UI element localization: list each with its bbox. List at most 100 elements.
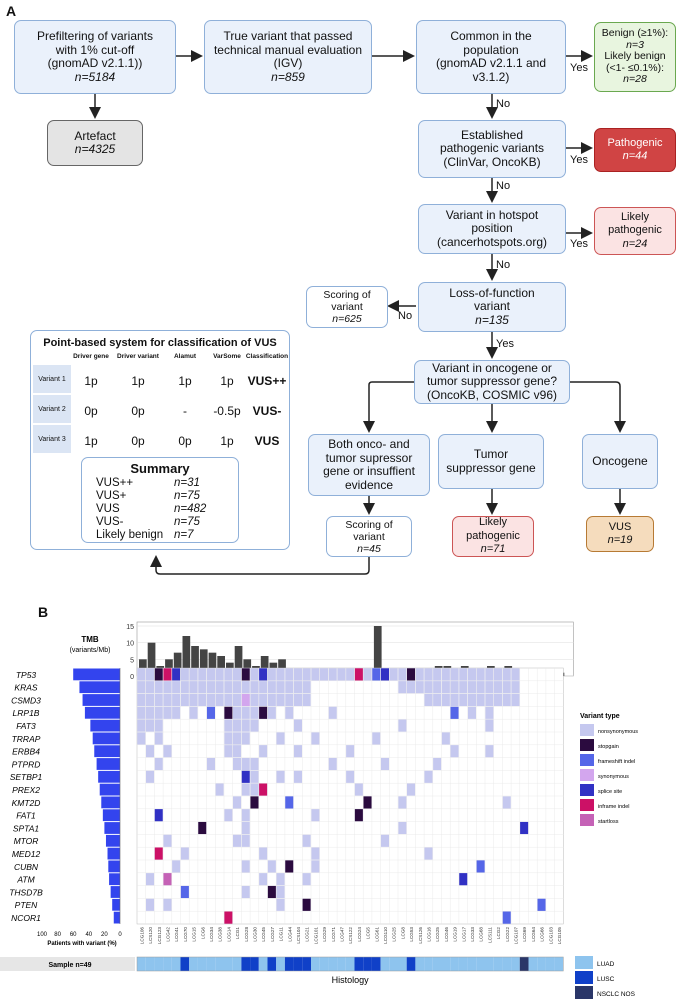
variant-cell: [163, 668, 172, 681]
histology-cell: [554, 957, 564, 971]
bar-axis-tick: 0: [118, 932, 122, 938]
variant-cell: [172, 693, 181, 707]
variant-cell: [467, 668, 476, 681]
variant-cell: [241, 757, 250, 771]
flow-connectors: [89, 50, 626, 575]
histology-cell: [450, 957, 459, 971]
variant-3-class: VUS: [254, 434, 280, 448]
oncogene-label: Oncogene: [592, 453, 648, 468]
oncogene-question-box: Variant in oncogene or tumor suppressor …: [414, 360, 570, 404]
variant-cell: [241, 821, 250, 835]
sample-label: LCG1: [235, 927, 240, 939]
variant-cell: [459, 693, 468, 707]
histology-cell: [250, 957, 259, 971]
variant-2-class: VUS-: [252, 404, 282, 418]
variant-cell: [354, 783, 363, 796]
variant-cell: [241, 885, 250, 899]
variant-cell: [233, 796, 242, 809]
variant-cell: [276, 681, 285, 694]
variant-cell: [267, 706, 276, 719]
tmb-bar: [373, 626, 382, 676]
histology-cell: [528, 957, 538, 971]
variant-cell: [267, 885, 276, 899]
variant-cell: [233, 745, 242, 758]
variant-cell: [215, 693, 224, 707]
point-system-panel: Point-based system for classification of…: [30, 330, 290, 550]
sample-label: LCG5: [366, 927, 371, 939]
variant-cell: [163, 706, 172, 719]
variant-cell: [215, 681, 224, 694]
histology-cell: [145, 957, 155, 971]
bar-axis-tick: 100: [37, 932, 48, 938]
gene-label: FAT3: [16, 721, 36, 731]
variant-cell: [154, 809, 163, 822]
both-line-2: tumor supressor: [325, 450, 413, 465]
variant-2-varsome: -0.5p: [213, 404, 241, 418]
variant-cell: [293, 745, 302, 758]
histology-label: Histology: [332, 975, 370, 985]
variant-legend-label: inframe indel: [598, 804, 630, 810]
histology-cell: [415, 957, 425, 971]
hotspot-line-1: Variant in hotspot: [445, 207, 539, 222]
gene-label: CUBN: [14, 862, 39, 872]
variant-cell: [224, 693, 233, 707]
variant-cell: [154, 719, 163, 732]
variant-cell: [398, 719, 407, 732]
variant-cell: [233, 757, 242, 771]
variant-cell: [189, 681, 198, 694]
both-box: Both onco- and tumor supressor gene or i…: [308, 434, 430, 496]
pathogenic-box: Pathogenic n=44: [594, 128, 676, 172]
variant-cell: [241, 732, 250, 745]
variant-cell: [137, 668, 146, 681]
gene-label: TP53: [16, 670, 37, 680]
gene-label: NCOR1: [11, 913, 41, 923]
variant-cell: [485, 706, 494, 719]
variant-cell: [467, 681, 476, 694]
variant-cell: [241, 681, 250, 694]
variant-cell: [302, 681, 311, 694]
oncogene-question-line-1: Variant in oncogene or: [432, 360, 552, 375]
benign-count: n=3: [626, 38, 644, 51]
variant-cell: [276, 732, 285, 745]
variant-cell: [250, 770, 259, 783]
sample-label: LCG22: [505, 927, 510, 942]
variant-cell: [241, 693, 250, 707]
variant-cell: [424, 668, 433, 681]
variant-cell: [224, 706, 233, 719]
oncoplot: 151050TMB(variants/Mb)TP53KRASCSMD3LRP1B…: [0, 621, 638, 999]
summary-count-vus: n=482: [174, 503, 207, 515]
variant-cell: [450, 745, 459, 758]
gene-label: SPTA1: [13, 823, 40, 833]
variant-cell: [285, 693, 294, 707]
gene-frequency-bar: [96, 758, 120, 770]
variant-2-label: Variant 2: [33, 395, 71, 423]
variant-cell: [215, 783, 224, 796]
scoring-2-line-1: Scoring of: [345, 518, 393, 531]
header-driver-variant: Driver variant: [117, 353, 159, 360]
no-label-common: No: [496, 98, 511, 110]
sample-label: LCG46: [444, 927, 449, 942]
variant-cell: [285, 860, 294, 873]
no-label-established: No: [496, 180, 511, 192]
sample-label: LCG38: [218, 927, 223, 942]
variant-cell: [441, 732, 450, 745]
scoring-1-line-1: Scoring of: [323, 289, 371, 301]
histology-cell: [537, 957, 546, 971]
variant-cell: [311, 809, 320, 822]
histology-cell: [276, 957, 285, 971]
variant-legend-label: nonsynonymous: [598, 729, 638, 735]
variant-cell: [198, 821, 207, 835]
header-classification: Classification: [245, 353, 289, 360]
variant-cell: [441, 681, 450, 694]
histology-cell: [432, 957, 442, 971]
header-driver-gene: Driver gene: [73, 353, 109, 360]
variant-cell: [398, 668, 407, 681]
header-alamut: Alamut: [173, 353, 197, 360]
variant-cell: [380, 757, 389, 771]
tmb-bar: [165, 659, 173, 676]
scoring-box-1: Scoring of variant n=625: [306, 286, 388, 328]
sample-label: LCS126: [418, 927, 423, 944]
gene-frequency-bar: [82, 694, 120, 706]
variant-cell: [250, 668, 259, 681]
tmb-bar: [139, 659, 147, 676]
